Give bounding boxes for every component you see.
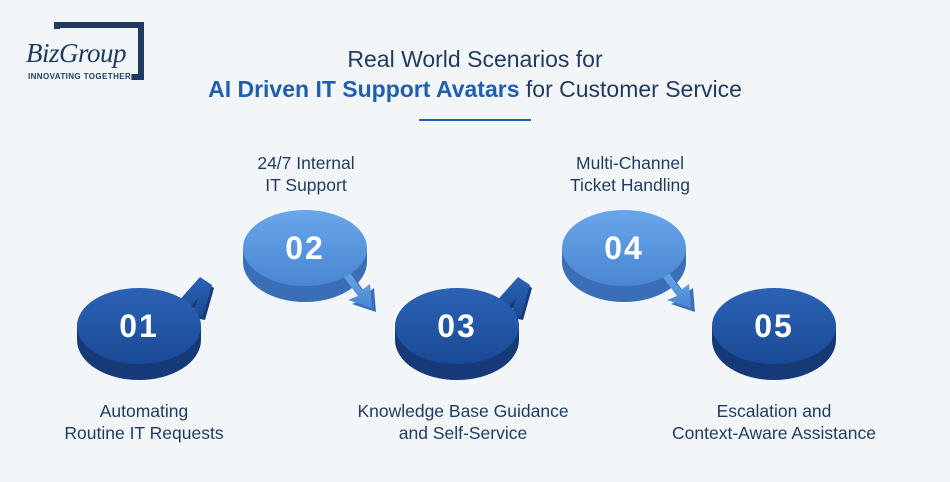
step-02-number: 02 xyxy=(285,230,325,266)
step-02-label-line2: IT Support xyxy=(265,175,347,195)
step-04-label-line2: Ticket Handling xyxy=(570,175,690,195)
step-02-disc xyxy=(243,210,376,312)
step-03-disc xyxy=(395,277,532,380)
step-05-label-line1: Escalation and xyxy=(716,401,832,421)
step-03-number: 03 xyxy=(437,308,477,344)
bizgroup-logo: BizGroup INNOVATING TOGETHER xyxy=(22,22,157,86)
logo-brand: BizGroup xyxy=(26,38,127,68)
step-01-label-line1: Automating xyxy=(99,401,189,421)
title-rest: for Customer Service xyxy=(519,76,742,102)
step-01-number: 01 xyxy=(119,308,159,344)
step-05-label: Escalation and Context-Aware Assistance xyxy=(644,400,904,444)
step-05-label-line2: Context-Aware Assistance xyxy=(672,423,876,443)
step-02-label: 24/7 Internal IT Support xyxy=(206,152,406,196)
step-03-label-line2: and Self-Service xyxy=(398,423,528,443)
step-03-label-line1: Knowledge Base Guidance xyxy=(357,401,569,421)
step-04-label: Multi-Channel Ticket Handling xyxy=(530,152,730,196)
step-01-label-line2: Routine IT Requests xyxy=(64,423,224,443)
step-01-label: Automating Routine IT Requests xyxy=(34,400,254,444)
title-divider xyxy=(419,119,531,121)
step-05-number: 05 xyxy=(754,308,794,344)
title-highlight: AI Driven IT Support Avatars xyxy=(208,76,520,102)
step-03-label: Knowledge Base Guidance and Self-Service xyxy=(333,400,593,444)
title-line-2: AI Driven IT Support Avatars for Custome… xyxy=(150,76,800,103)
title-line-1: Real World Scenarios for xyxy=(347,46,603,72)
step-05-disc xyxy=(712,288,836,380)
step-02-label-line1: 24/7 Internal xyxy=(257,153,355,173)
step-04-disc xyxy=(562,210,695,312)
step-04-label-line1: Multi-Channel xyxy=(576,153,684,173)
step-01-disc xyxy=(77,277,214,380)
logo-tagline: INNOVATING TOGETHER xyxy=(28,72,132,81)
step-04-number: 04 xyxy=(604,230,644,266)
